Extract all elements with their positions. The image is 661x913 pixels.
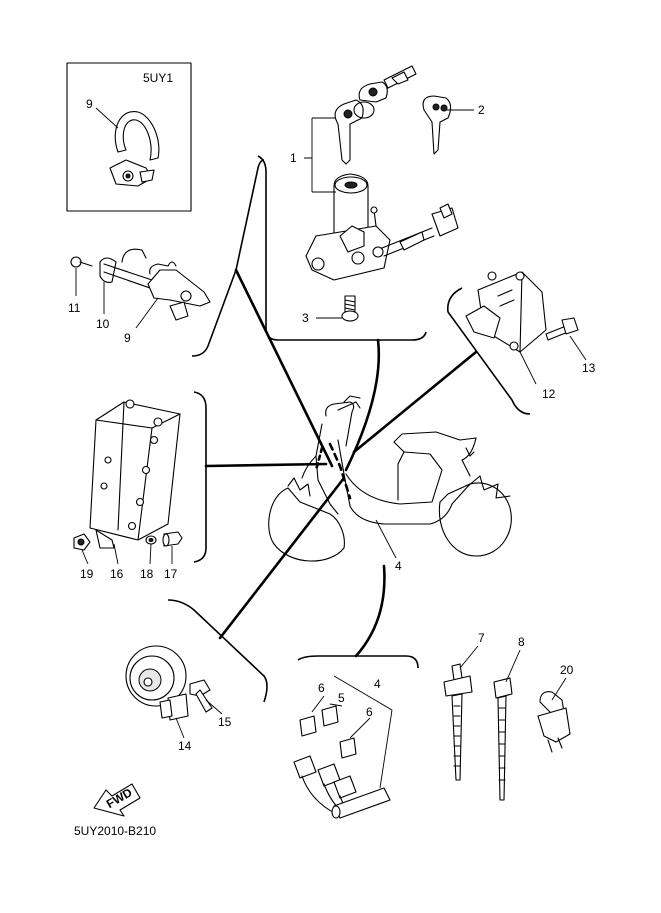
callout-14: 14 <box>178 739 192 753</box>
drawing-code: 5UY2010-B210 <box>74 824 156 838</box>
leader-lines <box>204 268 478 658</box>
callout-5: 5 <box>338 691 345 705</box>
clamp-20 <box>537 691 571 753</box>
callout-18: 18 <box>140 567 154 581</box>
main-switch <box>305 173 459 281</box>
callout-10: 10 <box>96 317 110 331</box>
inset-5uy1: 5UY1 <box>66 62 192 212</box>
cable-tie-7 <box>443 663 473 781</box>
callout-4-main: 4 <box>395 559 402 573</box>
callout-6a: 6 <box>318 681 325 695</box>
callout-7: 7 <box>478 631 485 645</box>
callout-9: 9 <box>124 331 131 345</box>
horn-14 <box>125 645 189 721</box>
callout-12: 12 <box>542 387 556 401</box>
screw-3 <box>341 295 359 322</box>
callout-1: 1 <box>290 151 297 165</box>
callout-6b: 6 <box>366 705 373 719</box>
clip-assembly <box>70 248 211 321</box>
callout-9-inset: 9 <box>86 97 93 111</box>
callout-8: 8 <box>518 635 525 649</box>
callout-11: 11 <box>68 301 81 315</box>
ecu-unit <box>73 399 183 551</box>
bolt-13 <box>545 317 579 341</box>
bolt-15 <box>189 679 213 713</box>
wire-harness <box>293 675 393 819</box>
callout-17: 17 <box>164 567 178 581</box>
sensor-12 <box>465 271 547 353</box>
callout-2: 2 <box>478 103 485 117</box>
key-spare <box>422 95 452 155</box>
callout-15: 15 <box>218 715 232 729</box>
cable-tie-8 <box>493 677 513 801</box>
callout-leaders <box>75 109 587 739</box>
callout-numbers: 1 2 3 4 4 5 6 6 7 8 9 9 10 11 12 13 14 1… <box>68 97 596 753</box>
callout-20: 20 <box>560 663 574 677</box>
callout-16: 16 <box>110 567 124 581</box>
callout-19: 19 <box>80 567 94 581</box>
inset-title: 5UY1 <box>143 71 173 85</box>
scooter-outline <box>268 395 512 562</box>
fwd-arrow: FWD <box>93 783 141 817</box>
callout-13: 13 <box>582 361 596 375</box>
callout-4-harness: 4 <box>374 677 381 691</box>
key-set <box>334 65 417 165</box>
callout-3: 3 <box>302 311 309 325</box>
